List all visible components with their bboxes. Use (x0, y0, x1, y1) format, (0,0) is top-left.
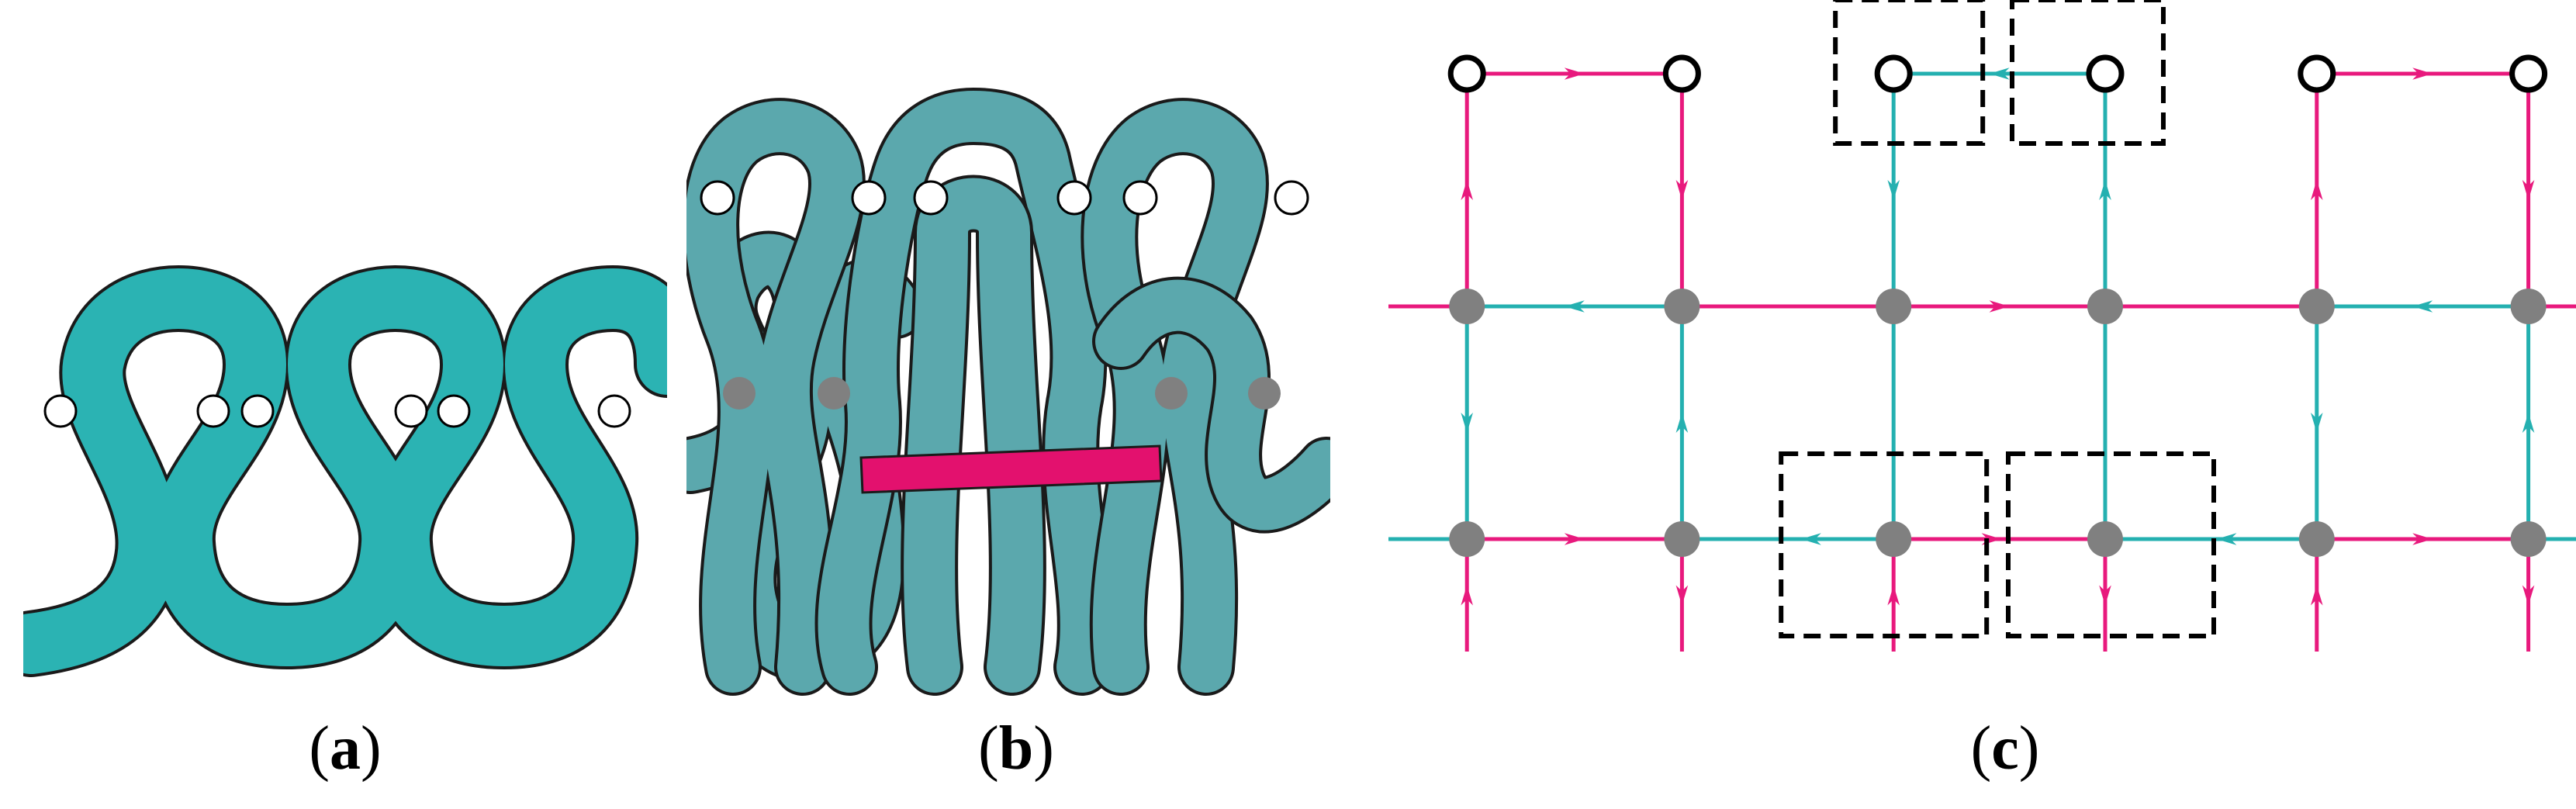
arrowhead-icon (2216, 533, 2237, 545)
arrowhead-icon (1887, 180, 1900, 200)
grey-node-icon (2510, 521, 2547, 557)
loop-left (686, 101, 863, 693)
panel-a (23, 0, 667, 698)
open-node (913, 180, 949, 216)
insert-bar (859, 444, 1163, 494)
arrowhead-icon (1564, 533, 1585, 545)
panel-a-svg (23, 265, 667, 677)
arrowhead-icon (2522, 180, 2535, 200)
arrowhead-icon (1461, 413, 1473, 433)
panel-b-svg (686, 88, 1330, 696)
open-node-icon (2298, 54, 2336, 93)
caption-b-letter: b (998, 714, 1034, 783)
caption-a-letter: a (330, 714, 361, 783)
grey-node (818, 377, 850, 410)
loop-right (1084, 101, 1266, 693)
open-node (43, 394, 78, 428)
arrowhead-icon (2311, 413, 2323, 433)
loop-middle-inner (904, 178, 1043, 693)
open-node-icon (1662, 54, 1701, 93)
open-node (1122, 180, 1158, 216)
grey-node-icon (1664, 289, 1700, 324)
open-node-icon (2086, 54, 2125, 93)
panel-b (686, 0, 1330, 698)
arrowhead-icon (2099, 180, 2111, 200)
caption-b: (b) (978, 714, 1054, 783)
grey-node-icon (1449, 521, 1485, 557)
open-node (1056, 180, 1092, 216)
grey-node (723, 377, 756, 410)
arrowhead-icon (1800, 533, 1821, 545)
selection-box-top-right (2010, 0, 2166, 146)
open-node-icon (2509, 54, 2548, 93)
open-node (597, 394, 631, 428)
loop-middle (818, 91, 1112, 693)
grey-node (1248, 377, 1281, 410)
open-node (240, 394, 275, 428)
arrowhead-icon (1989, 300, 2010, 313)
arrowhead-icon (1564, 300, 1585, 313)
selection-box-low-right (2006, 451, 2216, 638)
open-node (700, 180, 735, 216)
open-node (394, 394, 428, 428)
arrowhead-icon (1461, 585, 1473, 606)
arrowhead-icon (2099, 585, 2111, 606)
open-node (196, 394, 230, 428)
panel-c (1388, 0, 2576, 698)
selection-box-top-left (1833, 0, 1986, 146)
arrowhead-icon (1675, 585, 1689, 606)
arrowhead-icon (1887, 585, 1900, 606)
caption-c: (c) (1970, 714, 2040, 783)
panel-c-svg (1388, 0, 2576, 652)
grey-node-icon (1664, 521, 1700, 557)
arrowhead-icon (2522, 585, 2535, 606)
arrowhead-icon (1675, 180, 1689, 200)
grey-node (1155, 377, 1188, 410)
arrowhead-icon (2412, 300, 2433, 313)
open-node (437, 394, 471, 428)
caption-c-letter: c (1991, 714, 2019, 783)
grey-node-icon (1876, 521, 1912, 557)
open-node (1274, 180, 1309, 216)
right-course (1095, 279, 1330, 531)
arrowhead-icon (2412, 533, 2433, 545)
open-node-icon (1447, 54, 1486, 93)
grey-node-icon (1449, 289, 1485, 324)
yarn-course (23, 268, 667, 674)
arrowhead-icon (2412, 67, 2433, 80)
open-node (851, 180, 887, 216)
grey-node-icon (2510, 289, 2547, 324)
grey-node-icon (2087, 521, 2123, 557)
open-node-icon (1874, 54, 1913, 93)
arrowhead-icon (1989, 67, 2010, 80)
grey-node-icon (1876, 289, 1912, 324)
grey-node-icon (2298, 521, 2335, 557)
arrowhead-icon (1461, 180, 1473, 200)
arrowhead-icon (2311, 585, 2323, 606)
arrowhead-icon (1675, 413, 1689, 433)
arrowhead-icon (2311, 180, 2323, 200)
grey-node-icon (2087, 289, 2123, 324)
arrowhead-icon (2522, 413, 2535, 433)
arrowhead-icon (1564, 67, 1585, 80)
selection-box-low-left (1779, 451, 1990, 638)
caption-a: (a) (309, 714, 382, 783)
grey-node-icon (2298, 289, 2335, 324)
